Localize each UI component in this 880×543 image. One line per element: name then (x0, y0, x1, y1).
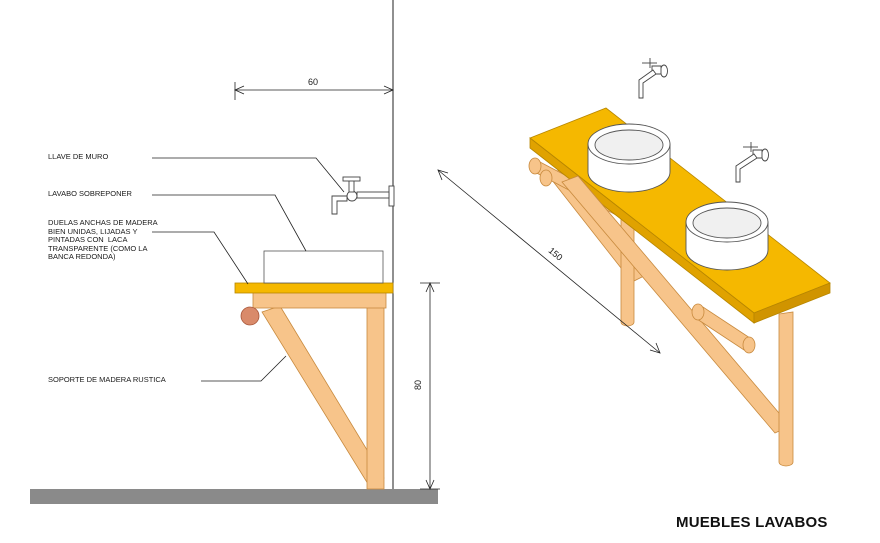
dimension-150 (437, 169, 661, 354)
wall-faucet-icon (331, 176, 395, 215)
page-title: MUEBLES LAVABOS (676, 514, 828, 531)
round-log (240, 306, 260, 326)
label-soporte: SOPORTE DE MADERA RUSTICA (48, 375, 166, 384)
basin (263, 250, 384, 284)
label-lavabo-sobreponer: LAVABO SOBREPONER (48, 189, 132, 198)
faucet-1-icon (638, 58, 668, 99)
iso-front-leg (778, 311, 794, 467)
isometric-view (437, 58, 831, 467)
floor (30, 489, 438, 504)
iso-basin-2 (685, 201, 769, 271)
label-duelas: DUELAS ANCHAS DE MADERA BIEN UNIDAS, LIJ… (48, 218, 158, 262)
dimension-60 (234, 82, 394, 100)
iso-basin-1 (587, 123, 671, 193)
diagonal-brace (261, 305, 385, 485)
dimension-60-text: 60 (308, 77, 319, 87)
faucet-2-icon (735, 142, 769, 183)
iso-countertop-end (753, 282, 831, 324)
dimension-80-text: 80 (413, 379, 424, 391)
leader-lines (152, 157, 345, 382)
iso-countertop-top (529, 107, 831, 314)
elevation-view (30, 0, 440, 504)
vertical-leg (366, 291, 385, 490)
dimension-80 (420, 282, 440, 490)
label-llave-de-muro: LLAVE DE MURO (48, 152, 109, 161)
support-beam (252, 291, 387, 309)
countertop (234, 282, 394, 294)
